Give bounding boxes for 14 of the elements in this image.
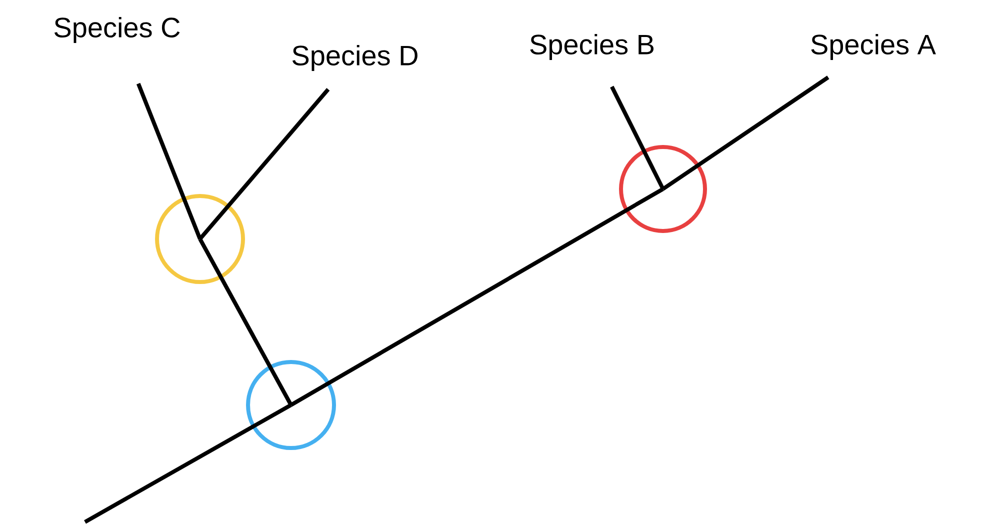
branch-line [198, 88, 330, 240]
branch-line [610, 86, 665, 190]
species-label: Species A [811, 34, 936, 60]
species-label: Species C [54, 16, 180, 44]
circle-marker [246, 360, 336, 450]
circle-marker [155, 194, 245, 284]
circle-marker [619, 145, 707, 233]
branch-line [290, 187, 664, 407]
species-label: Species B [530, 34, 654, 60]
branch-line [84, 403, 292, 524]
branch-line [136, 82, 202, 240]
branch-line [198, 238, 293, 406]
branch-line [662, 76, 830, 191]
species-label: Species D [292, 44, 418, 72]
